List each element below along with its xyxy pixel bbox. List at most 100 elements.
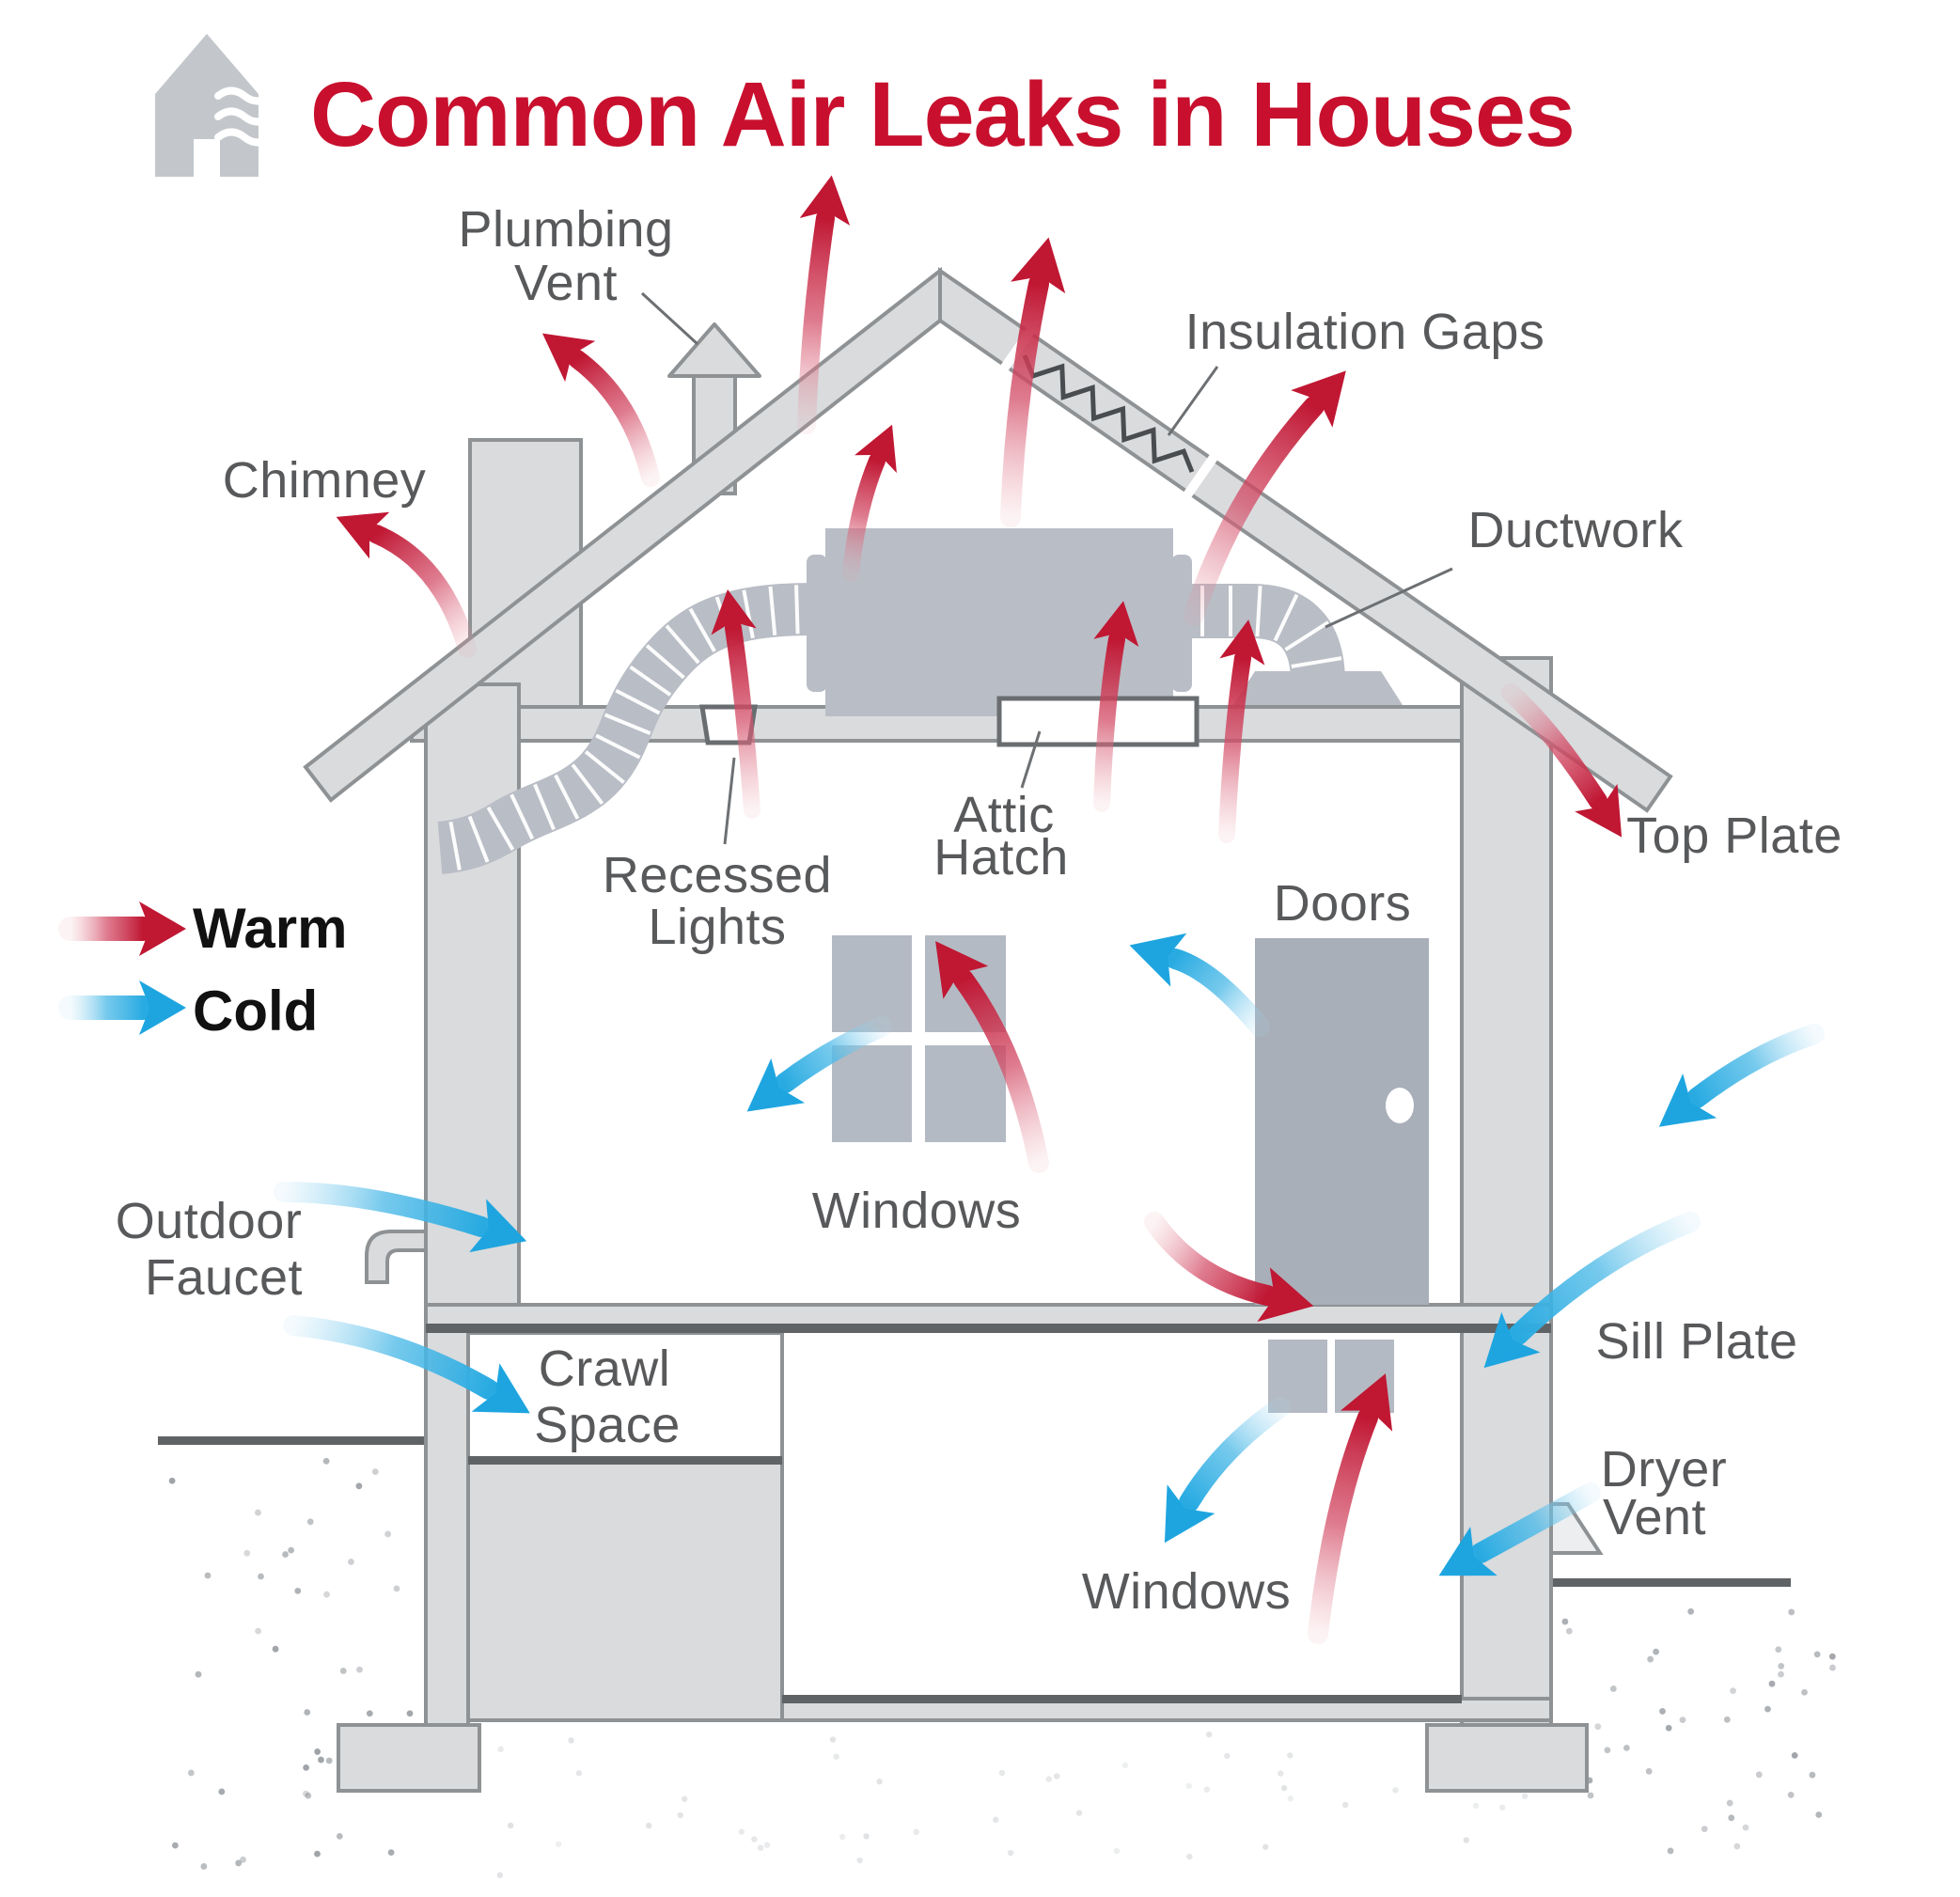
soil-dot-light [913, 1828, 919, 1836]
duct-segment-line [604, 713, 651, 735]
soil-dot [1809, 1771, 1816, 1779]
soil-dot [255, 1509, 261, 1516]
label-windows-basement: Windows [1082, 1563, 1292, 1620]
soil-dot [1609, 1685, 1617, 1692]
pointer-ductwork [1325, 567, 1453, 629]
soil-dot-light [1278, 1770, 1284, 1777]
soil-dot [1604, 1747, 1611, 1754]
cold-arrow-outside-right-head [1658, 1074, 1717, 1127]
soil-dot [1659, 1708, 1666, 1715]
duct-segment-line [1273, 593, 1299, 642]
soil-dot-light [738, 1828, 745, 1835]
duct-segment-line [688, 607, 716, 652]
label-crawl-space-line2: Space [534, 1397, 681, 1453]
warm-arrow-icon [58, 901, 186, 956]
warm-arrow-attic-hatch-head [1093, 601, 1139, 647]
soil-dot-light [1287, 1752, 1294, 1759]
soil-dot [314, 1850, 321, 1858]
soil-dot [1701, 1826, 1708, 1833]
soil-dot [1726, 1799, 1733, 1807]
warm-arrow-recessed-light-head [711, 589, 757, 635]
soil-dot [1764, 1705, 1771, 1713]
soil-dot-light [645, 1822, 652, 1829]
duct-segment-line [768, 586, 777, 635]
warm-arrow-attic-hatch [1093, 601, 1139, 812]
soil-dot [218, 1788, 226, 1795]
label-dryer-vent-line1: Dryer [1601, 1441, 1728, 1497]
soil-dot [243, 1549, 251, 1557]
label-outdoor-faucet-line1: Outdoor [116, 1193, 303, 1249]
ground [158, 1436, 1836, 1878]
soil-dot [339, 1668, 347, 1674]
ground-line-left [158, 1436, 426, 1445]
soil-dot-light [1499, 1804, 1506, 1811]
soil-dot [1787, 1791, 1795, 1798]
soil-dot [1730, 1687, 1736, 1695]
furnace-right-cap [1171, 555, 1192, 692]
cold-arrow-outdoor-faucet-head [469, 1199, 527, 1253]
duct-segment-line [645, 644, 685, 680]
label-plumbing-vent-line2: Vent [514, 255, 618, 311]
soil-dot-light [575, 1770, 583, 1777]
soil-dot-light [1280, 1784, 1288, 1792]
soil-dot-light [1342, 1801, 1349, 1809]
soil-dot [255, 1627, 261, 1635]
soil-dot-light [1521, 1793, 1529, 1799]
soil-dot [336, 1833, 343, 1840]
header: Common Air Leaks in Houses [155, 34, 1576, 177]
soil-dot [1813, 1651, 1821, 1658]
soil-dot [306, 1518, 314, 1526]
duct-boot [1233, 671, 1403, 705]
soil-dot [282, 1551, 289, 1558]
pointer-lines [640, 291, 1453, 845]
cold-arrow-outside-right [1658, 1024, 1825, 1127]
soil-dot-light [1045, 1776, 1052, 1782]
label-outdoor-faucet-line2: Faucet [145, 1249, 303, 1306]
soil-dot-light [876, 1779, 883, 1785]
cold-arrow-main-window-head [746, 1058, 806, 1112]
soil-dot [387, 1849, 395, 1857]
cold-arrow-icon-head [139, 980, 186, 1035]
soil-dot-light [757, 1844, 764, 1851]
soil-dot-light [677, 1811, 683, 1819]
soil-dot-light [1224, 1752, 1231, 1760]
left-footing [337, 1723, 481, 1793]
soil-dot-light [1392, 1787, 1399, 1794]
soil-dot-light [1054, 1773, 1060, 1779]
house-icon [155, 34, 259, 177]
cold-arrow-dryer-vent [1438, 1482, 1601, 1576]
air-waves-icon [214, 86, 288, 147]
warm-arrow-main-window-head [935, 941, 989, 999]
label-insulation-gaps: Insulation Gaps [1185, 304, 1545, 360]
insulation-zigzag-line [1022, 354, 1195, 473]
soil-dot [272, 1645, 279, 1653]
insulation-gap-break-1 [1182, 454, 1218, 500]
soil-dot-light [839, 1833, 846, 1841]
soil-dot-light [993, 1816, 999, 1824]
soil-dot-light [829, 1736, 837, 1743]
soil-dot-light [556, 1841, 562, 1848]
soil-dot [200, 1863, 208, 1870]
first-floor-line [426, 1324, 1551, 1333]
soil-dot-light [1121, 1762, 1129, 1769]
crawl-space-platform [466, 1458, 784, 1722]
duct-segment-line [629, 665, 672, 697]
warm-arrow-insulation-1 [1000, 237, 1066, 527]
pointer-plumbing-vent [640, 291, 699, 346]
soil-dot [318, 1756, 324, 1764]
soil-dot [1653, 1648, 1659, 1655]
soil-dot-light [1463, 1837, 1470, 1843]
cold-arrow-dryer-vent-head [1438, 1527, 1497, 1576]
soil-dot-light [1113, 1847, 1121, 1855]
soil-dot [1755, 1771, 1763, 1779]
soil-dot-light [1186, 1853, 1193, 1860]
soil-dot [1828, 1653, 1836, 1660]
soil-dot [1801, 1688, 1808, 1696]
soil-dot [305, 1792, 312, 1799]
roof-right-slope [938, 267, 1673, 813]
duct-segment-line [742, 589, 755, 639]
soil-dot [1679, 1717, 1686, 1724]
duct-segment-line [1284, 620, 1330, 651]
